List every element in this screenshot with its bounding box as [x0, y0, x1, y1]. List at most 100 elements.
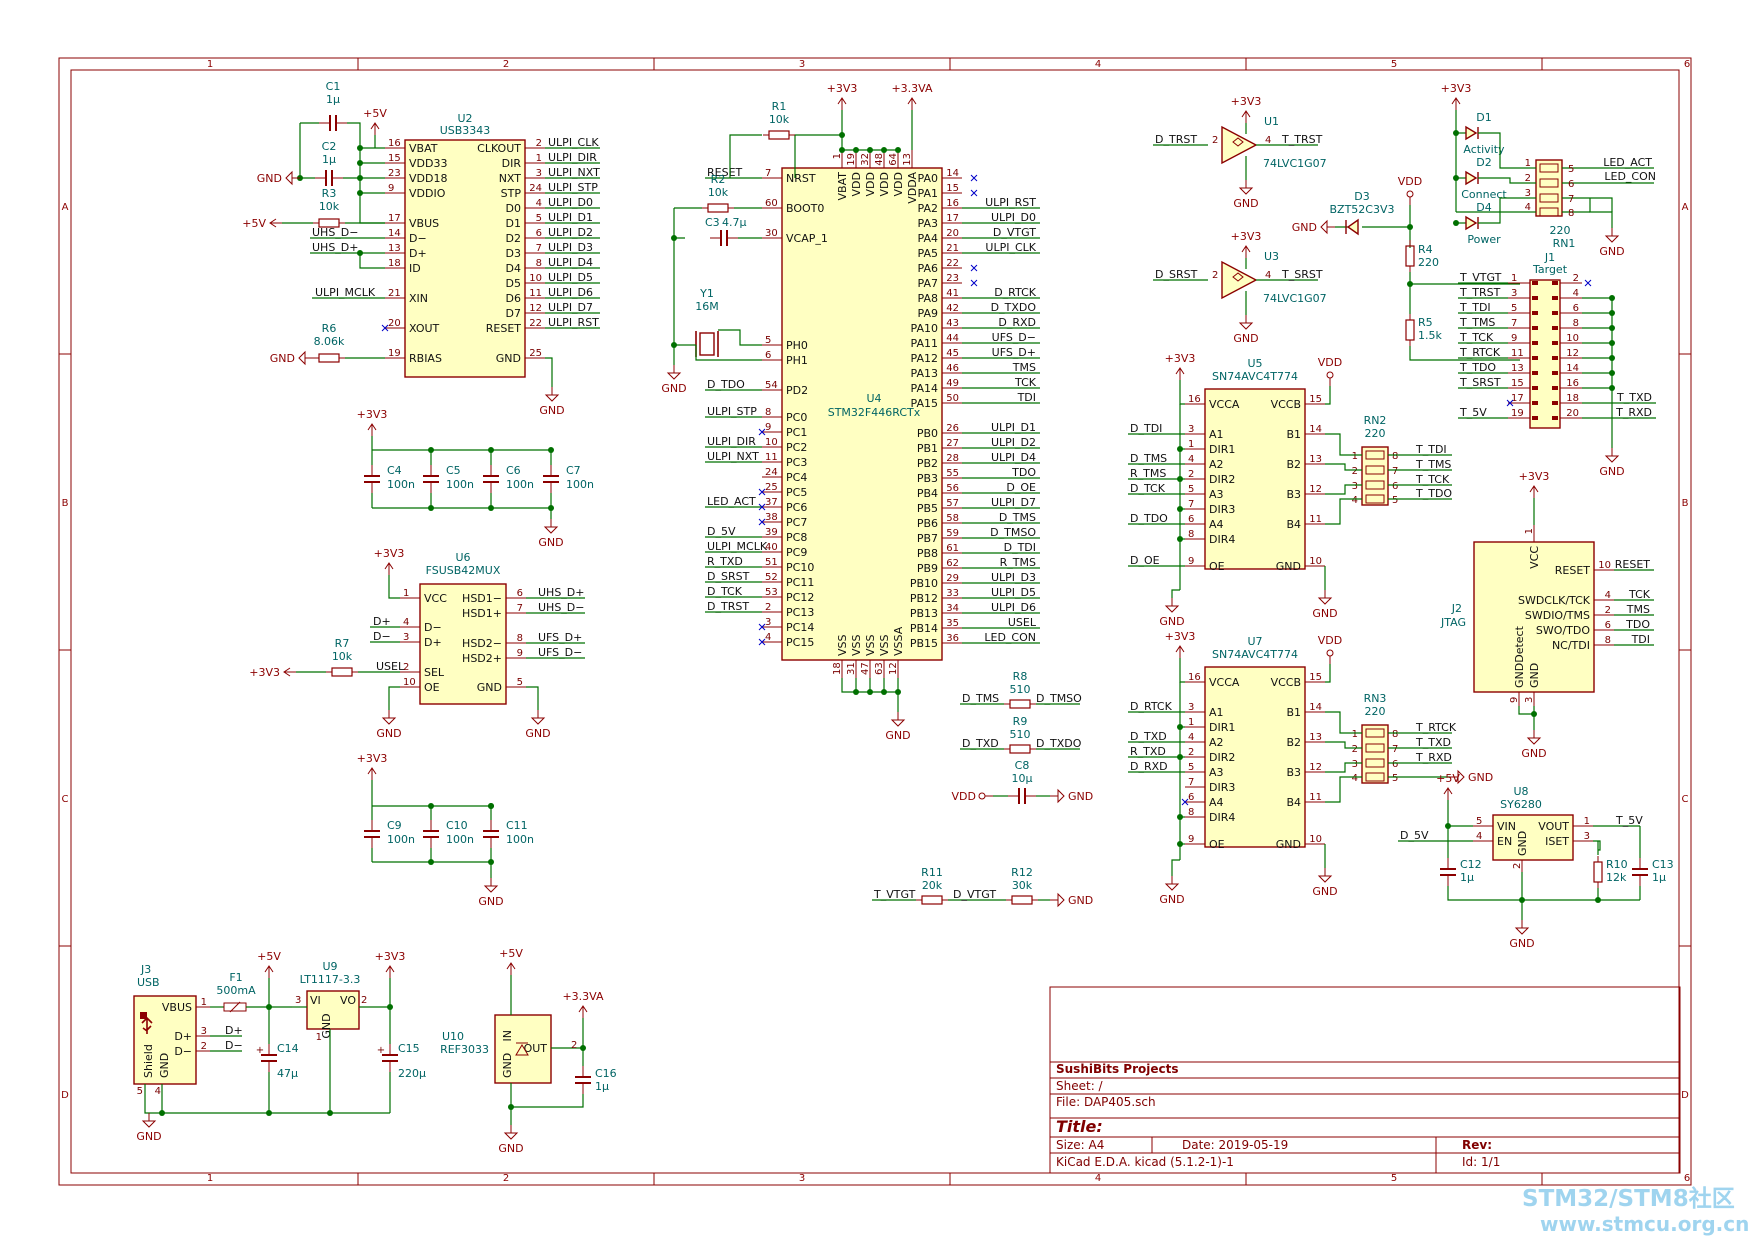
- net-label: ULPI_RST: [548, 316, 599, 329]
- pin-marker: [1532, 311, 1538, 315]
- wire: [1325, 498, 1362, 525]
- net-label: D_TXD: [962, 737, 999, 750]
- r9-ref: R9: [1013, 715, 1028, 728]
- rn-element: [1539, 193, 1559, 203]
- gnd-symbol: [285, 170, 300, 186]
- net-label: T_RXD: [1615, 406, 1652, 419]
- rn2-value: 220: [1365, 427, 1386, 440]
- gnd-label: GND: [1521, 747, 1546, 760]
- cap-ref: C4: [387, 464, 402, 477]
- pin-number: 47: [860, 662, 871, 675]
- pin-number: 2: [765, 602, 771, 613]
- pin-name: GND: [501, 1053, 514, 1078]
- rn1-ref: RN1: [1553, 237, 1576, 250]
- gnd-symbol: [666, 365, 682, 380]
- r5-resistor: [1405, 314, 1415, 346]
- gnd-symbol: [544, 387, 560, 402]
- u5-level-shifter: [1204, 388, 1306, 570]
- power-symbol: [1443, 787, 1453, 800]
- r9-resistor: [1004, 744, 1036, 754]
- pin-number: 6: [1188, 792, 1194, 803]
- net-label: ULPI_RST: [985, 196, 1036, 209]
- frame-col-label: 4: [1095, 1173, 1101, 1184]
- gnd-symbol: [1604, 228, 1620, 243]
- cap-ref: C11: [506, 819, 528, 832]
- pin-name: PC12: [786, 591, 814, 604]
- pin-number: 5: [517, 677, 523, 688]
- watermark-line2: www.stmcu.org.cn: [1540, 1212, 1749, 1236]
- net-label: D_TDI: [1130, 422, 1162, 435]
- pin-name: VDD18: [409, 172, 447, 185]
- pin-number: 6: [1568, 179, 1574, 190]
- pin-number: 4: [155, 1086, 161, 1097]
- pin-number: 55: [946, 468, 959, 479]
- shifter-value: SN74AVC4T774: [1212, 370, 1298, 383]
- pin-name: DIR: [502, 157, 522, 170]
- gnd-symbol: [1317, 590, 1333, 605]
- pin-name: SWO/TDO: [1536, 624, 1590, 637]
- rn-element: [1365, 494, 1385, 504]
- power-symbol: [384, 562, 394, 575]
- pin-number: 3: [1584, 831, 1590, 842]
- wire: [1409, 346, 1520, 361]
- u10-ref: U10: [442, 1030, 464, 1043]
- pin-name: PB10: [910, 577, 938, 590]
- rn1-value: 220: [1550, 224, 1571, 237]
- net-label: T_TRST: [1459, 286, 1501, 299]
- junction: [428, 803, 434, 809]
- pin-number: 5: [1568, 164, 1574, 175]
- pin-marker: [1532, 281, 1538, 285]
- c16-capacitor: [575, 1066, 591, 1094]
- pin-name: RBIAS: [409, 352, 442, 365]
- pin-number: 3: [201, 1026, 207, 1037]
- net-label: ULPI_D5: [548, 271, 593, 284]
- wire: [388, 575, 400, 599]
- net-label: D+: [225, 1024, 243, 1037]
- pin-name: BOOT0: [786, 202, 824, 215]
- pin-name: VSSA: [892, 626, 905, 656]
- pin-number: 31: [846, 662, 857, 675]
- power-label: +3.3VA: [891, 82, 933, 95]
- pin-name: VCC: [424, 592, 447, 605]
- pin-name: PA7: [918, 277, 938, 290]
- net-label: ULPI_D6: [548, 286, 593, 299]
- gnd-label: GND: [1233, 197, 1258, 210]
- pin-name: D5: [506, 277, 521, 290]
- pin-number: 37: [765, 497, 778, 508]
- c13-capacitor: [1632, 858, 1648, 886]
- net-label: ULPI_D0: [991, 211, 1036, 224]
- led-label: Connect: [1461, 188, 1507, 201]
- buffer-value: 74LVC1G07: [1263, 292, 1327, 305]
- power-symbol: [385, 965, 395, 978]
- pin-number: 11: [1511, 348, 1524, 359]
- pin-name: PA13: [911, 367, 938, 380]
- frame-col-label: 3: [799, 1173, 805, 1184]
- no-connect-flag: [758, 503, 766, 511]
- pin-number: 1: [1584, 816, 1590, 827]
- pin-name: D+: [409, 247, 427, 260]
- pin-number: 3: [1352, 481, 1358, 492]
- net-label: T_SRST: [1281, 268, 1323, 281]
- u10-value: REF3033: [440, 1043, 489, 1056]
- pin-number: 19: [1511, 408, 1524, 419]
- net-label: D_VTGT: [953, 888, 996, 901]
- no-connect-flag: [1506, 399, 1514, 407]
- pin-number: 23: [388, 168, 401, 179]
- pin-name: ISET: [1545, 835, 1569, 848]
- pin-name: EN: [1497, 835, 1512, 848]
- decoupling-capacitor: [423, 820, 439, 848]
- pin-name: PB3: [917, 472, 938, 485]
- usb-connector: [133, 995, 197, 1085]
- c12-ref: C12: [1460, 858, 1482, 871]
- pin-number: 5: [1188, 484, 1194, 495]
- pin-name: PC10: [786, 561, 814, 574]
- y1-value: 16M: [695, 300, 719, 313]
- fsusb42mux-chip: [419, 583, 507, 705]
- rn2-ref: RN2: [1364, 414, 1387, 427]
- net-label: T_5V: [1615, 814, 1643, 827]
- net-label: ULPI_D5: [991, 586, 1036, 599]
- net-label: D−: [373, 630, 391, 643]
- c3-value: 4.7µ: [722, 216, 747, 229]
- decoupling-capacitor: [423, 465, 439, 493]
- pin-number: 13: [388, 243, 401, 254]
